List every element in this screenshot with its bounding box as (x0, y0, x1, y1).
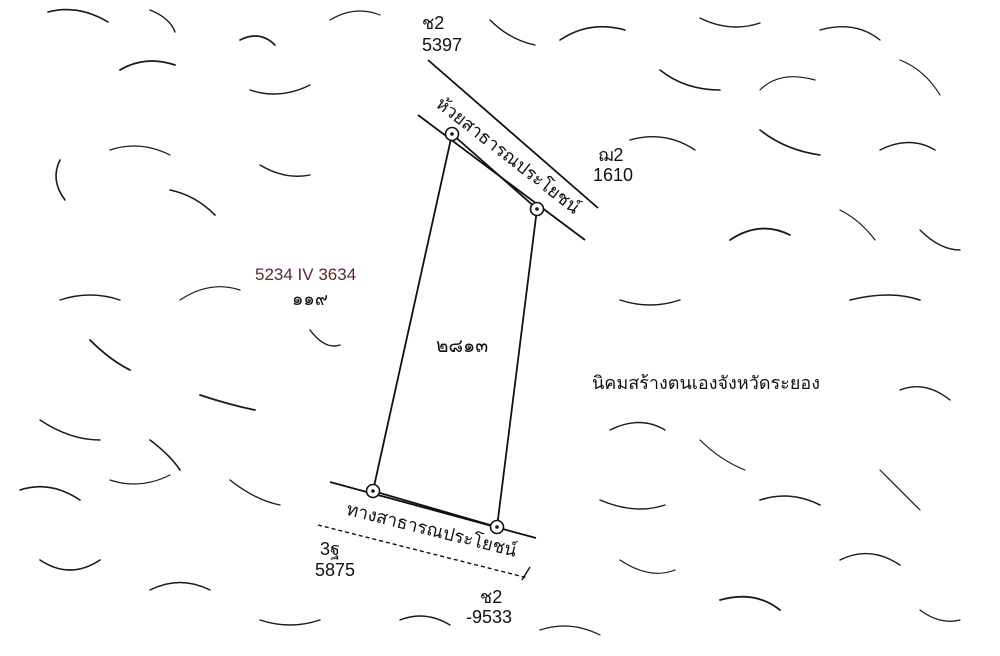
neighbor-number: 5875 (315, 560, 356, 580)
neighbor-number: 1610 (593, 165, 634, 185)
path-lower-edge (317, 524, 529, 579)
neighbor-code: ช2 (422, 13, 445, 33)
stream-upper-bank (427, 59, 599, 209)
sheet-reference-code: 5234 IV 3634 (255, 265, 357, 284)
neighbor-number: 5397 (422, 35, 463, 55)
background-texture (19, 8, 961, 636)
sheet-number: ๑๑๙ (292, 289, 329, 309)
boundary-marker (529, 201, 545, 217)
neighbor-code: 3ฐ (320, 539, 340, 559)
neighbor-code: ฌ2 (598, 145, 624, 165)
path-end-tick (521, 566, 531, 581)
boundary-marker (444, 126, 460, 142)
boundary-marker (489, 519, 505, 535)
parcel-boundary (371, 132, 538, 529)
neighbor-number: -9533 (466, 607, 513, 627)
area-label: นิคมสร้างตนเองจังหวัดระยอง (592, 373, 820, 393)
neighbor-code: ช2 (480, 587, 503, 607)
boundary-marker (365, 483, 381, 499)
parcel-number: ๒๘๑๓ (436, 336, 489, 357)
